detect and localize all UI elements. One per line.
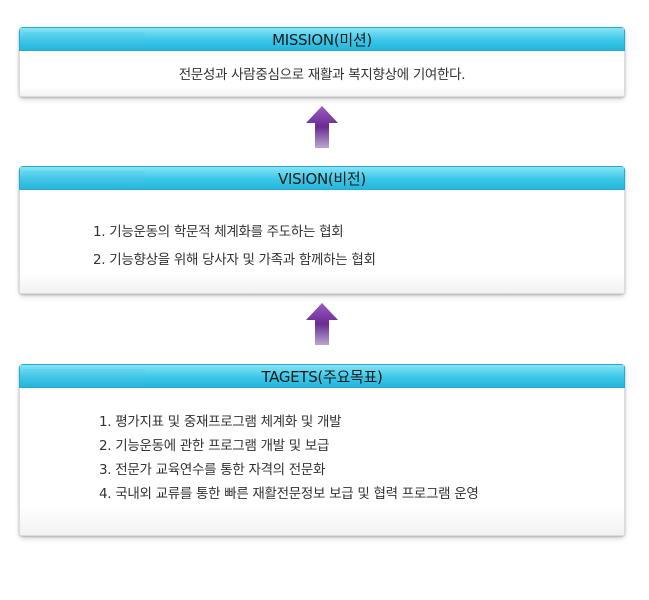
vision-card: VISION(비전) 1. 기능운동의 학문적 체계화를 주도하는 협회 2. …	[19, 166, 625, 294]
arrow-up-icon	[306, 106, 338, 148]
mission-title: MISSION(미션)	[272, 31, 372, 49]
vision-title: VISION(비전)	[278, 170, 366, 188]
targets-header: TAGETS(주요목표)	[19, 364, 625, 388]
targets-card: TAGETS(주요목표) 1. 평가지표 및 중재프로그램 체계화 및 개발 2…	[19, 364, 625, 536]
vision-header: VISION(비전)	[19, 166, 625, 190]
mission-text: 전문성과 사람중심으로 재활과 복지향상에 기여한다.	[178, 67, 466, 83]
target-item-3: 3. 전문가 교육연수를 통한 자격의 전문화	[99, 462, 326, 478]
targets-body: 1. 평가지표 및 중재프로그램 체계화 및 개발 2. 기능운동에 관한 프로…	[19, 388, 625, 536]
mission-card: MISSION(미션) 전문성과 사람중심으로 재활과 복지향상에 기여한다.	[19, 27, 625, 97]
header-highlight	[23, 171, 145, 187]
target-item-2: 2. 기능운동에 관한 프로그램 개발 및 보급	[99, 438, 330, 454]
targets-title: TAGETS(주요목표)	[261, 368, 383, 386]
vision-body: 1. 기능운동의 학문적 체계화를 주도하는 협회 2. 기능향상을 위해 당사…	[19, 190, 625, 294]
vision-item-1: 1. 기능운동의 학문적 체계화를 주도하는 협회	[93, 224, 344, 240]
mission-body: 전문성과 사람중심으로 재활과 복지향상에 기여한다.	[19, 51, 625, 97]
header-highlight	[23, 32, 145, 48]
vision-item-2: 2. 기능향상을 위해 당사자 및 가족과 함께하는 협회	[93, 252, 376, 268]
target-item-1: 1. 평가지표 및 중재프로그램 체계화 및 개발	[99, 414, 342, 430]
header-highlight	[23, 369, 145, 385]
target-item-4: 4. 국내외 교류를 통한 빠른 재활전문정보 보급 및 협력 프로그램 운영	[99, 486, 479, 502]
mission-header: MISSION(미션)	[19, 27, 625, 51]
arrow-up-icon	[306, 303, 338, 345]
